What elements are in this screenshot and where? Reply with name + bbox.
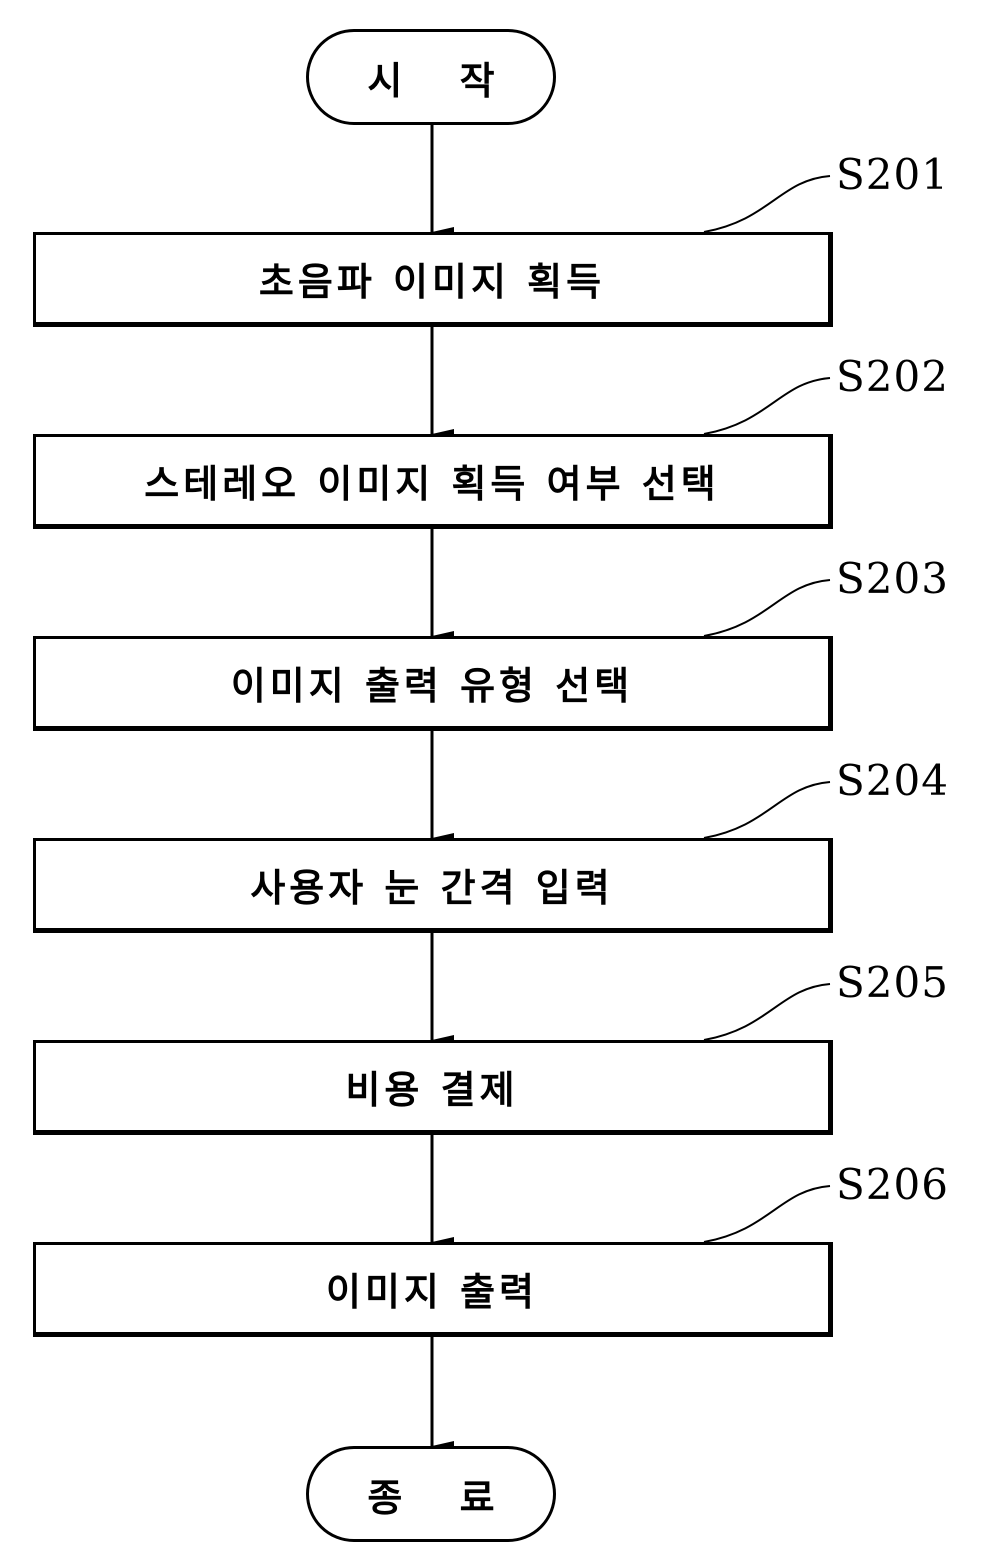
step-id-s201: S201 [836,150,949,199]
step-box-s205: 비용 결제 [33,1040,833,1135]
leader-line-s202 [704,378,830,434]
step-label: 이미지 출력 [326,1261,538,1316]
end-label: 종 료 [367,1467,516,1522]
step-box-s203: 이미지 출력 유형 선택 [33,636,833,731]
leader-line-s204 [704,782,830,838]
step-label: 스테레오 이미지 획득 여부 선택 [144,453,719,508]
step-label: 초음파 이미지 획득 [259,251,605,306]
step-id-s202: S202 [836,352,949,401]
leader-line-s201 [704,176,830,232]
step-id-s203: S203 [836,554,949,603]
step-label: 이미지 출력 유형 선택 [231,655,633,710]
step-box-s206: 이미지 출력 [33,1242,833,1337]
step-id-s206: S206 [836,1160,949,1209]
start-terminal: 시 작 [306,29,556,125]
leader-line-s205 [704,984,830,1040]
step-id-s205: S205 [836,958,949,1007]
step-box-s201: 초음파 이미지 획득 [33,232,833,327]
step-box-s202: 스테레오 이미지 획득 여부 선택 [33,434,833,529]
step-box-s204: 사용자 눈 간격 입력 [33,838,833,933]
step-id-s204: S204 [836,756,949,805]
leader-line-s203 [704,580,830,636]
leader-line-s206 [704,1186,830,1242]
start-label: 시 작 [367,50,516,105]
step-label: 비용 결제 [345,1059,518,1114]
step-label: 사용자 눈 간격 입력 [250,857,613,912]
end-terminal: 종 료 [306,1446,556,1542]
